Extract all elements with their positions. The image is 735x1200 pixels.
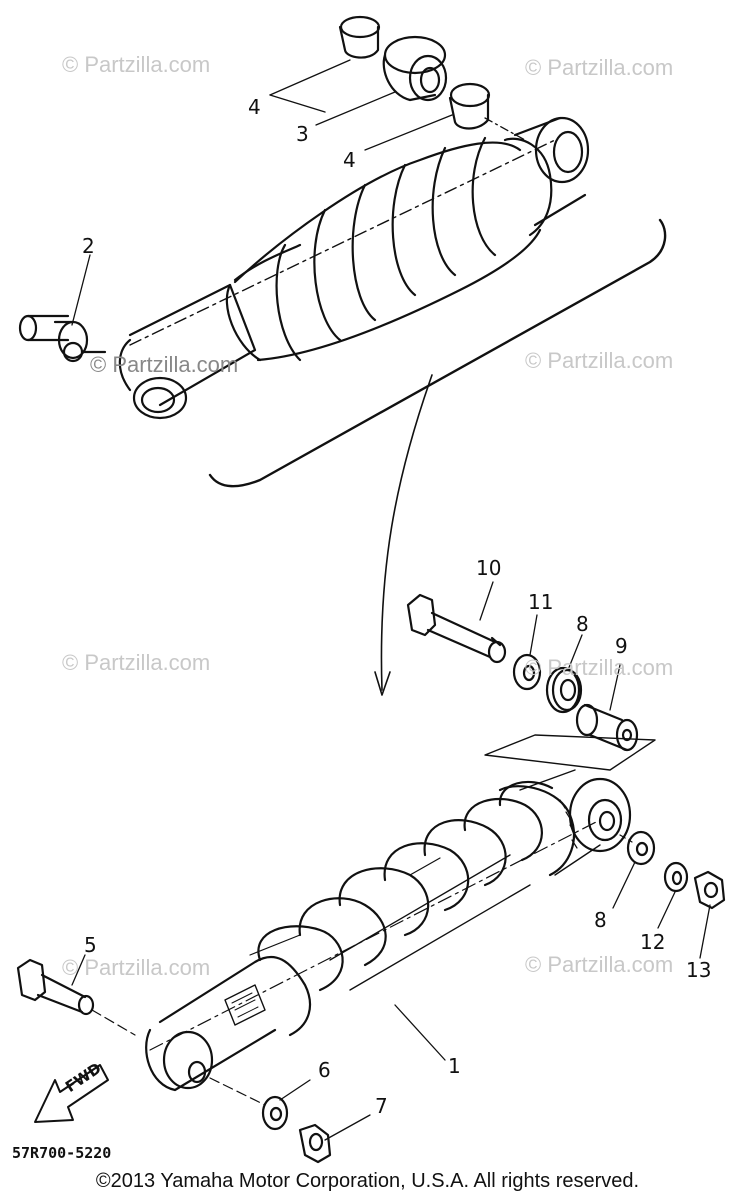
callout-13: 13 — [686, 958, 712, 982]
watermark: © Partzilla.com — [62, 52, 211, 77]
callout-10: 10 — [476, 556, 502, 580]
forward-arrow-icon — [34, 1064, 109, 1123]
callout-8: 8 — [576, 612, 589, 636]
callout-5: 5 — [84, 933, 97, 957]
washer-part-12 — [663, 861, 689, 893]
nut-part-13 — [693, 870, 726, 910]
callout-7: 7 — [375, 1094, 388, 1118]
collar-part-4-top — [269, 15, 381, 113]
washer-part-6 — [209, 1077, 289, 1131]
bolt-part-10 — [406, 593, 507, 664]
washer-part-11 — [512, 653, 542, 691]
seal-part-8-top — [545, 666, 583, 714]
shock-absorber-part-1 — [145, 769, 632, 1092]
callout-12: 12 — [640, 930, 666, 954]
callout-1: 1 — [448, 1054, 461, 1078]
callout-6: 6 — [318, 1058, 331, 1082]
callout-3: 3 — [296, 122, 309, 146]
callout-9: 9 — [615, 634, 628, 658]
bushing-part-3 — [382, 35, 448, 102]
washer-part-8-bottom — [619, 830, 656, 866]
watermark: © Partzilla.com — [62, 955, 211, 980]
callout-8: 8 — [594, 908, 607, 932]
watermark: © Partzilla.com — [525, 348, 674, 373]
diagram-part-code: 57R700-5220 — [12, 1144, 112, 1162]
callout-2: 2 — [82, 234, 95, 258]
watermark: © Partzilla.com — [525, 952, 674, 977]
watermark: © Partzilla.com — [62, 650, 211, 675]
collar-part-2 — [18, 314, 107, 363]
callout-11: 11 — [528, 590, 554, 614]
watermark: © Partzilla.com — [525, 55, 674, 80]
bolt-part-5 — [16, 958, 136, 1036]
copyright-notice: ©2013 Yamaha Motor Corporation, U.S.A. A… — [95, 1170, 640, 1192]
collar-part-4-mid — [448, 82, 491, 130]
watermark: © Partzilla.com — [90, 352, 239, 377]
watermark: © Partzilla.com — [525, 655, 674, 680]
callout-4: 4 — [343, 148, 356, 172]
nut-part-7 — [298, 1123, 332, 1164]
callout-4: 4 — [248, 95, 261, 119]
shock-boot-assembly — [118, 116, 590, 420]
collar-part-9 — [575, 703, 639, 752]
